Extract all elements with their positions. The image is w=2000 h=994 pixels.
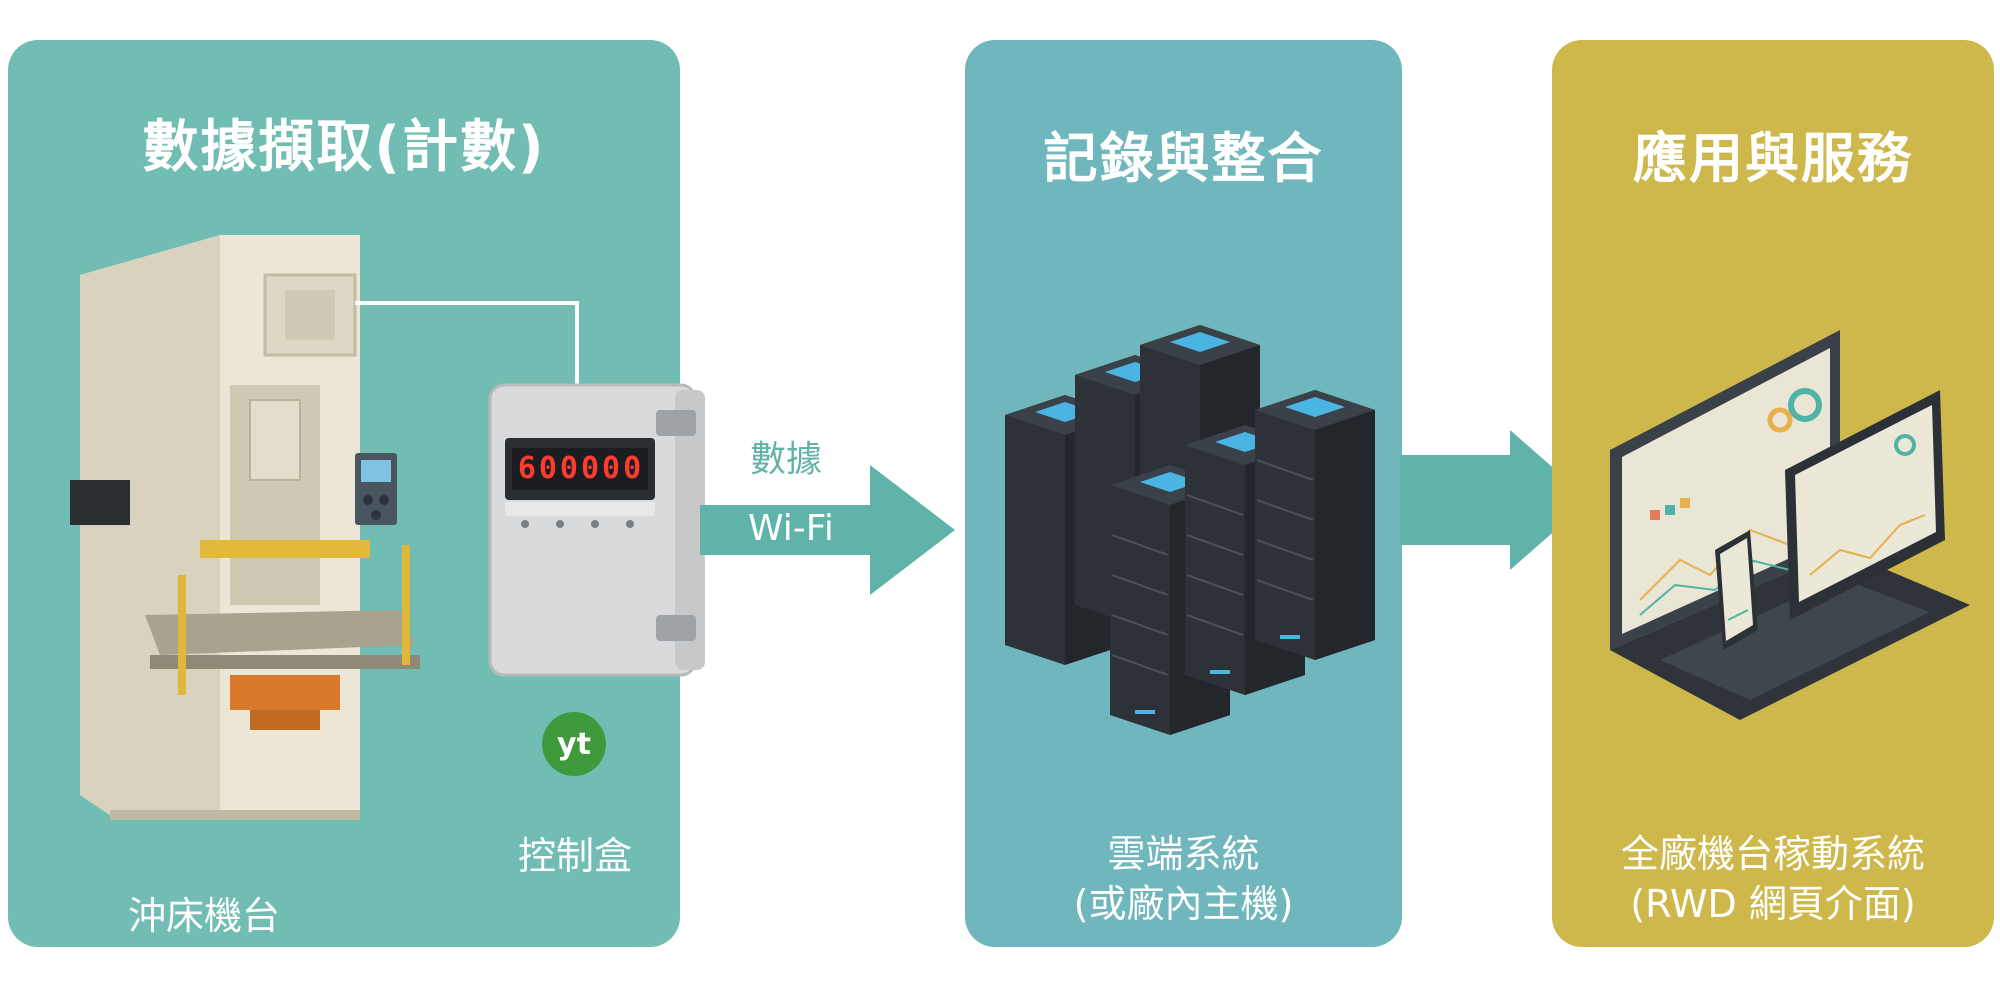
- arrow-label-wifi: Wi-Fi: [748, 508, 834, 549]
- wifi-arrow: [700, 465, 955, 595]
- brand-logo-text: yt: [557, 726, 591, 762]
- output-arrow: [1400, 430, 1590, 570]
- rwd-devices-image: [1610, 330, 1970, 720]
- capture-title: 數據擷取(計數): [142, 115, 546, 180]
- brand-logo-icon: yt: [542, 712, 606, 776]
- app-caption-line2: (RWD 網頁介面): [1630, 882, 1916, 926]
- press-machine-label: 沖床機台: [128, 894, 281, 938]
- cloud-caption-line2: (或廠內主機): [1073, 882, 1294, 926]
- counter-display-value: 600000: [517, 451, 645, 486]
- app-caption-line1: 全廠機台稼動系統: [1620, 832, 1925, 876]
- arrow-label-data: 數據: [750, 439, 823, 480]
- controller-label: 控制盒: [518, 834, 633, 878]
- app-title: 應用與服務: [1633, 127, 1913, 190]
- cloud-caption-line1: 雲端系統: [1107, 832, 1260, 876]
- cloud-title: 記錄與整合: [1043, 127, 1324, 190]
- signal-wire: [355, 301, 579, 388]
- server-racks-image: [1005, 325, 1375, 735]
- controller-box-image: [488, 383, 705, 677]
- press-machine-image: [70, 235, 420, 820]
